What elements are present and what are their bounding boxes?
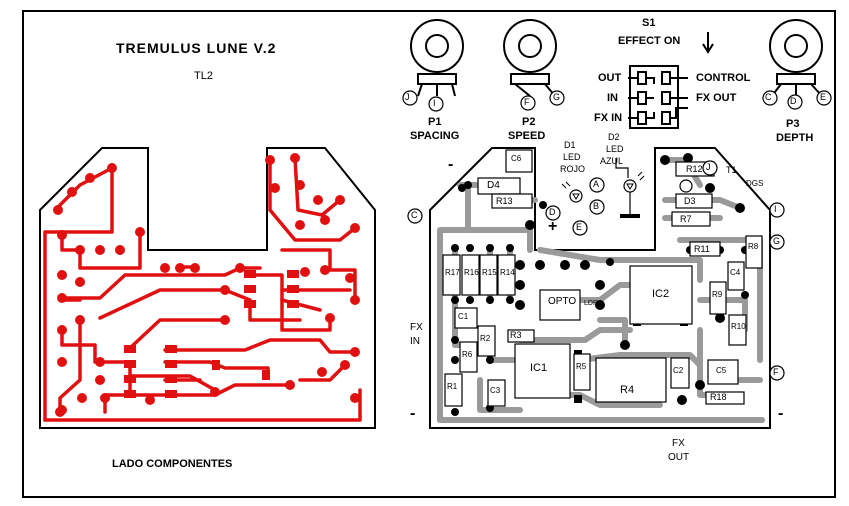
comp-d4: D4 bbox=[487, 180, 500, 191]
pot1-pin-j: J bbox=[405, 92, 410, 102]
pot3-name: P3 bbox=[786, 118, 800, 130]
switch-caption: EFFECT ON bbox=[618, 35, 681, 47]
comp-r6: R6 bbox=[462, 350, 473, 359]
comp-r9: R9 bbox=[712, 290, 723, 299]
switch-in-label: IN bbox=[607, 92, 618, 104]
comp-r1: R1 bbox=[447, 382, 458, 391]
comp-c4: C4 bbox=[730, 268, 741, 277]
pot2-pin-g: G bbox=[553, 92, 561, 102]
pad-d: D bbox=[549, 207, 556, 217]
fx-out-line1: FX bbox=[672, 438, 685, 449]
pad-i: I bbox=[774, 204, 777, 214]
pad-c: C bbox=[411, 210, 418, 220]
switch-fxout-label: FX OUT bbox=[696, 92, 737, 104]
transistor-type: DGS bbox=[746, 179, 764, 188]
led1-name: D1 bbox=[564, 140, 576, 150]
fx-in-line2: IN bbox=[410, 336, 420, 347]
pot3-pin-d: D bbox=[790, 96, 797, 106]
pad-f: F bbox=[773, 367, 779, 377]
pad-e: E bbox=[576, 222, 583, 232]
fx-in-line1: FX bbox=[410, 322, 423, 333]
comp-r5: R5 bbox=[576, 362, 587, 371]
led1-line2: ROJO bbox=[560, 164, 586, 174]
comp-r17: R17 bbox=[445, 268, 460, 277]
comp-r10: R10 bbox=[731, 322, 746, 331]
comp-r2: R2 bbox=[480, 334, 491, 343]
pad-g: G bbox=[773, 236, 781, 246]
comp-r8: R8 bbox=[748, 242, 759, 251]
led1-line1: LED bbox=[563, 152, 581, 162]
comp-ldr: LDR bbox=[584, 300, 599, 307]
switch-control-label: CONTROL bbox=[696, 72, 751, 84]
drawing-frame bbox=[22, 10, 836, 498]
comp-r14: R14 bbox=[500, 268, 515, 277]
comp-c2: C2 bbox=[673, 366, 684, 375]
pot1-label: SPACING bbox=[410, 130, 460, 142]
comp-r13: R13 bbox=[496, 196, 513, 206]
comp-r12: R12 bbox=[686, 164, 703, 174]
comp-r16: R16 bbox=[464, 268, 479, 277]
pot2-label: SPEED bbox=[508, 130, 546, 142]
fx-out-line2: OUT bbox=[668, 452, 690, 463]
pot1-pin-i: I bbox=[433, 98, 436, 108]
plus-sign: + bbox=[548, 218, 558, 235]
comp-c3: C3 bbox=[490, 386, 501, 395]
led2-line1: LED bbox=[606, 144, 624, 154]
pot2-pin-f: F bbox=[524, 97, 530, 107]
comp-r15: R15 bbox=[482, 268, 497, 277]
comp-d3: D3 bbox=[684, 196, 696, 206]
board-subtitle: TL2 bbox=[194, 70, 213, 82]
switch-out-label: OUT bbox=[598, 72, 622, 84]
comp-c1: C1 bbox=[458, 312, 469, 321]
comp-r11: R11 bbox=[694, 244, 710, 254]
comp-c6: C6 bbox=[511, 154, 522, 163]
minus-sign-top: - bbox=[448, 156, 454, 173]
comp-r7: R7 bbox=[680, 214, 692, 224]
switch-name: S1 bbox=[642, 17, 656, 29]
minus-sign-right: - bbox=[778, 405, 784, 422]
led2-line2: AZUL bbox=[600, 156, 624, 166]
switch-fxin-label: FX IN bbox=[594, 112, 623, 124]
pad-b: B bbox=[593, 201, 600, 211]
comp-r3: R3 bbox=[510, 330, 522, 340]
transistor-name: T1 bbox=[726, 165, 737, 175]
minus-sign-left: - bbox=[410, 405, 416, 422]
comp-r18: R18 bbox=[710, 392, 727, 402]
comp-opto: OPTO bbox=[548, 296, 577, 307]
pad-j: J bbox=[706, 162, 711, 172]
led2-name: D2 bbox=[608, 132, 620, 142]
comp-c5: C5 bbox=[716, 366, 727, 375]
board-title: TREMULUS LUNE V.2 bbox=[116, 40, 277, 56]
pot3-pin-c: C bbox=[765, 92, 772, 102]
pad-a: A bbox=[593, 179, 600, 189]
bottom-label: LADO COMPONENTES bbox=[112, 458, 233, 470]
comp-r4: R4 bbox=[620, 384, 635, 396]
comp-ic1: IC1 bbox=[530, 362, 548, 374]
pot3-label: DEPTH bbox=[776, 132, 814, 144]
pot3-pin-e: E bbox=[820, 92, 827, 102]
comp-ic2: IC2 bbox=[652, 288, 670, 300]
pot1-name: P1 bbox=[428, 116, 442, 128]
pot2-name: P2 bbox=[522, 116, 536, 128]
